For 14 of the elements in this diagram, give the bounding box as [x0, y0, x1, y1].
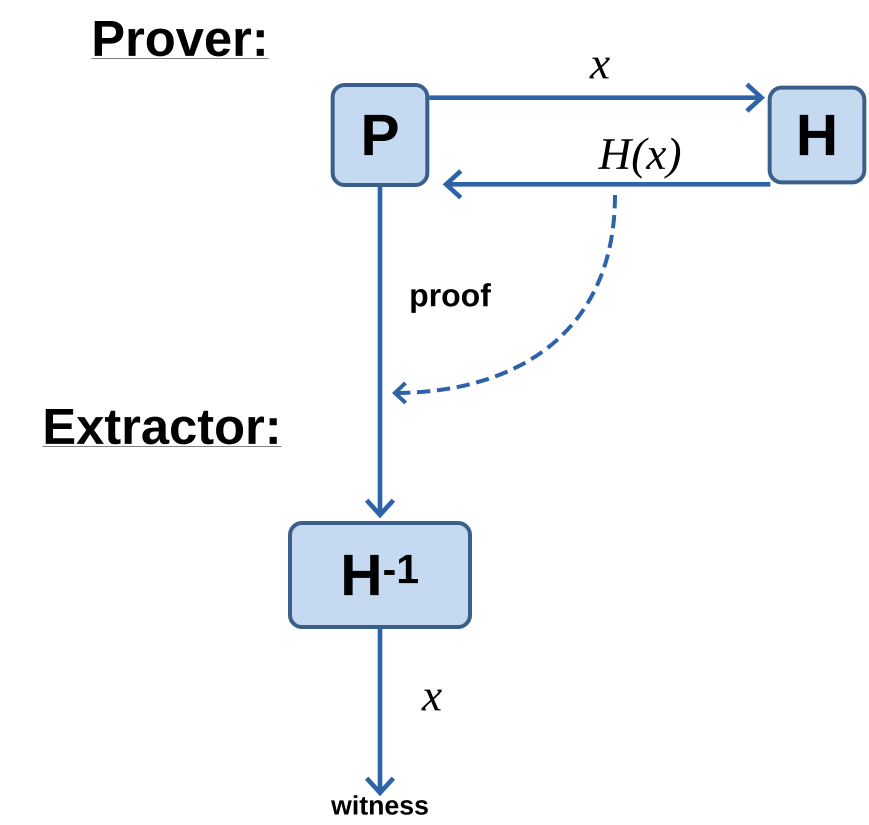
edge-label: H(x) — [598, 137, 680, 179]
edge-label: x — [421, 690, 442, 710]
arrow — [364, 629, 396, 796]
section-heading: Extractor: — [42, 409, 282, 446]
process-box: P — [330, 83, 430, 187]
arrow — [364, 187, 396, 518]
arrow — [442, 169, 770, 200]
edge-label: x — [589, 58, 610, 78]
process-box: H — [768, 86, 866, 184]
arrow — [429, 82, 765, 113]
output-text: witness — [331, 795, 428, 815]
process-box: H$^{-1}$ — [288, 521, 472, 629]
edge-label: proof — [411, 283, 491, 313]
section-heading: Prover: — [91, 21, 269, 58]
